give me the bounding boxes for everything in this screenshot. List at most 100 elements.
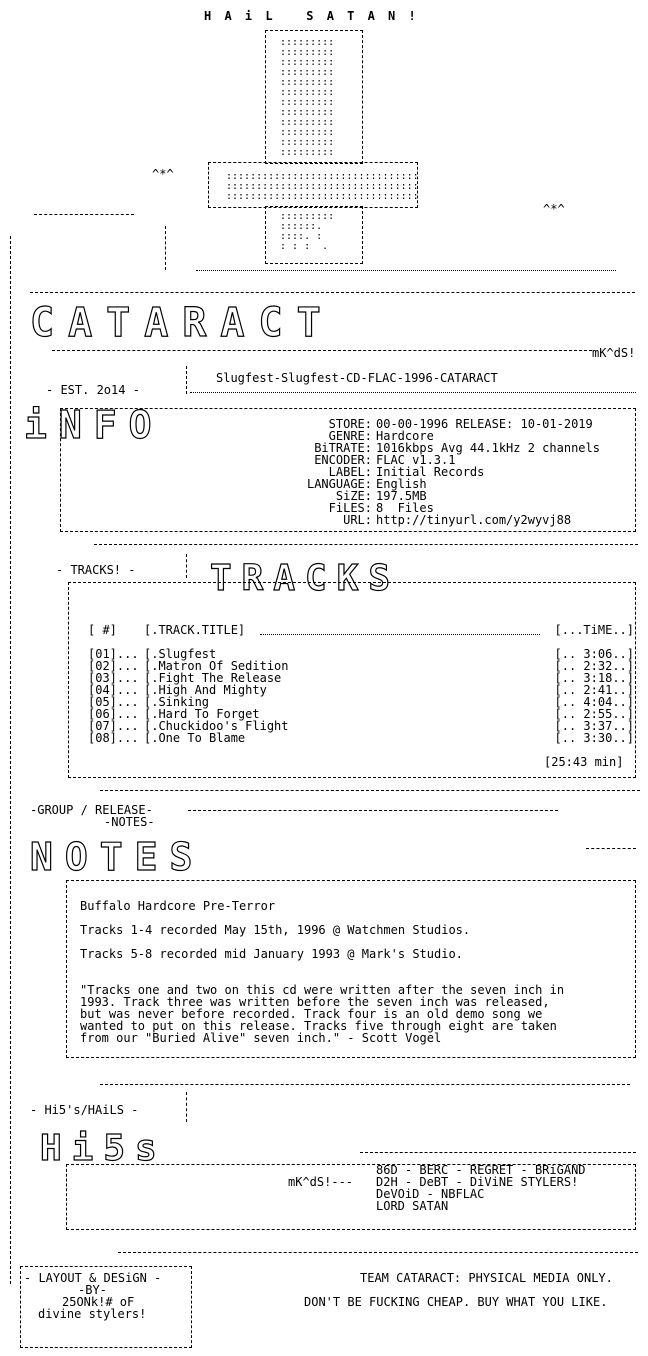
notes-box (66, 880, 636, 1058)
info-label: GENRE: (328, 429, 372, 443)
info-value: 00-00-1996 RELEASE: 10-01-2019 (376, 417, 593, 431)
footer-motto-2: DON'T BE FUCKING CHEAP. BUY WHAT YOU LIK… (304, 1295, 608, 1309)
track-time: [.. 2:55..] (554, 707, 634, 721)
col-title-header: [.TRACK.TITLE] (144, 623, 246, 637)
frame-top-right-drop (165, 226, 166, 270)
track-row: [08]...[.One To Blame[.. 3:30..] (88, 732, 634, 744)
his-box (66, 1164, 636, 1230)
track-title: [.Matron Of Sedition (144, 659, 289, 673)
info-row: BiTRATE: 1016kbps Avg 44.1kHz 2 channels (250, 442, 634, 454)
logo-top-rule (196, 270, 616, 271)
track-time: [.. 3:37..] (554, 719, 634, 733)
track-time: [.. 3:30..] (554, 731, 634, 745)
tracks-header-leader (260, 634, 540, 635)
track-row: [03]...[.Fight The Release[.. 3:18..] (88, 672, 634, 684)
his-line-2: D2H - DeBT - DiViNE STYLERS! (376, 1175, 579, 1189)
notes-title-2: -NOTES- (104, 815, 155, 829)
notes-top-rule (188, 810, 558, 811)
track-number: [01]... (88, 647, 139, 661)
his-line-3: DeVOiD - NBFLAC (376, 1187, 485, 1201)
track-row: [06]... [.Hard To Forget [.. 2:55..] (88, 708, 634, 720)
layout-credit-box (20, 1266, 192, 1348)
cross-ascii-fill: ::::::::: ::::::::: ::::::::: ::::::::: … (280, 37, 335, 158)
layout-credit-4: divine stylers! (38, 1307, 147, 1321)
release-divider (186, 366, 187, 394)
info-label: ENCODER: (314, 453, 372, 467)
layout-credit-2: -BY- (78, 1283, 107, 1297)
info-value: 1016kbps Avg 44.1kHz 2 channels (376, 441, 600, 455)
his-section-title: - Hi5's/HAiLS - (30, 1103, 139, 1117)
track-title: [.Sinking (144, 695, 210, 709)
track-title: [.Slugfest (144, 647, 217, 661)
track-title: [.Hard To Forget (144, 707, 260, 721)
info-value: Initial Records (376, 465, 485, 479)
info-label: URL: (343, 513, 372, 527)
info-row: FiLES:8 Files (250, 502, 634, 514)
info-row: GENRE: Hardcore (250, 430, 634, 442)
track-row: [01]... [.Slugfest [.. 3:06..] (88, 648, 634, 660)
info-row: LABEL: Initial Records (250, 466, 634, 478)
info-bottom-rule (94, 544, 638, 545)
notes-quote-5: from our "Buried Alive" seven inch." - S… (80, 1031, 442, 1045)
track-row: [07]...[.Chuckidoo's Flight[.. 3:37..] (88, 720, 634, 732)
release-rule (190, 392, 636, 393)
tracks-total-time: [25:43 min] (544, 755, 624, 769)
tracks-box (68, 582, 636, 778)
track-number: [08]... (88, 731, 139, 745)
info-box (60, 408, 636, 532)
info-value: Hardcore (376, 429, 434, 443)
cataract-logo-base-line (52, 350, 592, 351)
col-time-header: [...TiME..] (554, 623, 634, 637)
track-number: [06]... (88, 707, 139, 721)
release-name: Slugfest-Slugfest-CD-FLAC-1996-CATARACT (216, 371, 498, 385)
notes-right-cap (586, 848, 636, 849)
info-value: 197.5MB (376, 489, 427, 503)
info-label: LABEL: (328, 465, 372, 479)
frame-top-left-cap (34, 214, 134, 215)
his-signature: mK^dS!--- (288, 1175, 354, 1189)
notes-line-1: Buffalo Hardcore Pre-Terror (80, 899, 276, 913)
track-time: [.. 3:06..] (554, 647, 634, 661)
cross-ascii-fill-arms: :::::::::::::::::::::::::::::::: :::::::… (226, 171, 419, 202)
info-row: STORE:00-00-1996 RELEASE: 10-01-2019 (250, 418, 634, 430)
info-label: FiLES: (328, 501, 372, 515)
cross-ascii-fill-base: ::::::::: ::::::. ::::. : : : : . (280, 211, 335, 252)
track-row: [04]...[.High And Mighty[.. 2:41..] (88, 684, 634, 696)
star-glyph-right: ^*^ (543, 202, 565, 216)
tracks-divider (186, 554, 187, 578)
cross-vertical-frame (265, 30, 363, 164)
track-time: [.. 2:32..] (554, 659, 634, 673)
track-number: [02]... (88, 659, 139, 673)
info-row: URL: http://tinyurl.com/y2wyvj88 (250, 514, 634, 526)
notes-title-1: -GROUP / RELEASE- (30, 803, 153, 817)
track-title: [.High And Mighty (144, 683, 267, 697)
outer-frame-left (10, 236, 11, 1284)
info-value: FLAC v1.3.1 (376, 453, 456, 467)
notes-line-2: Tracks 1-4 recorded May 15th, 1996 @ Wat… (80, 923, 471, 937)
his-line-1: 86D - BERC - REGRET - BRiGAND (376, 1163, 586, 1177)
info-label: BiTRATE: (314, 441, 372, 455)
cross-horizontal-frame (208, 162, 418, 208)
track-number: [03]... (88, 671, 139, 685)
info-logo: iNFO (23, 402, 164, 447)
his-divider (186, 1092, 187, 1122)
track-time: [.. 3:18..] (554, 671, 634, 685)
track-title: [.Chuckidoo's Flight (144, 719, 289, 733)
notes-quote-1: "Tracks one and two on this cd were writ… (80, 983, 565, 997)
hi5s-logo: Hi5s (39, 1127, 167, 1169)
tracks-section-title: - TRACKS! - (56, 563, 136, 577)
tracks-logo: TRACKS (209, 557, 401, 599)
tracks-bottom-rule (100, 790, 640, 791)
info-row: SiZE: 197.5MB (250, 490, 634, 502)
info-value: http://tinyurl.com/y2wyvj88 (376, 513, 572, 527)
info-label: LANGUAGE: (306, 477, 372, 491)
layout-credit-1: - LAYOUT & DESiGN - (24, 1271, 162, 1285)
track-row: [05]...[.Sinking[.. 4:04..] (88, 696, 634, 708)
hail-satan-tagline: H A i L S A T A N ! (204, 9, 419, 23)
info-row: ENCODER: FLAC v1.3.1 (250, 454, 634, 466)
info-label: SiZE: (335, 489, 372, 503)
his-bottom-rule (118, 1252, 638, 1253)
star-glyph-left: ^*^ (152, 167, 174, 181)
